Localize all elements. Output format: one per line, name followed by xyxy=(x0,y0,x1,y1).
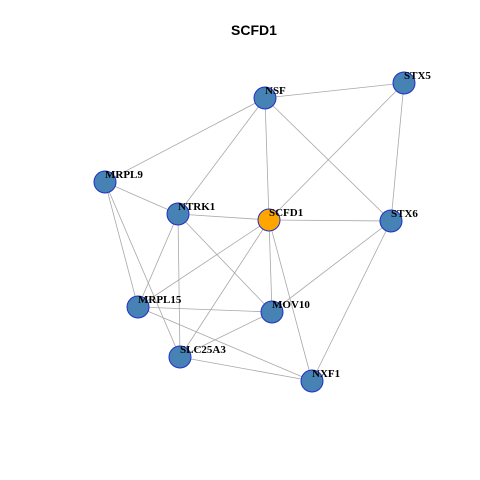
node-label-mrpl9: MRPL9 xyxy=(105,169,143,181)
edge-nsf-stx5 xyxy=(264,82,405,99)
node-label-mov10: MOV10 xyxy=(272,299,310,311)
node-layer xyxy=(93,71,416,393)
node-scfd1[interactable] xyxy=(257,208,281,232)
edge-scfd1-slc25a3 xyxy=(179,219,270,358)
node-label-scfd1: SCFD1 xyxy=(269,207,303,219)
node-nxf1[interactable] xyxy=(300,369,324,393)
node-mov10[interactable] xyxy=(260,300,284,324)
edge-stx6-mov10 xyxy=(271,220,392,313)
node-stx5[interactable] xyxy=(392,71,416,95)
node-ntrk1[interactable] xyxy=(166,202,190,226)
node-slc25a3[interactable] xyxy=(168,345,192,369)
edge-stx6-nxf1 xyxy=(311,220,392,382)
edge-slc25a3-nxf1 xyxy=(179,356,313,382)
edge-mrpl15-mov10 xyxy=(137,306,273,313)
node-mrpl15[interactable] xyxy=(126,295,150,319)
node-nsf[interactable] xyxy=(253,86,277,110)
edge-stx5-scfd1 xyxy=(268,82,405,221)
edge-stx5-stx6 xyxy=(390,82,405,222)
edge-nsf-mrpl9 xyxy=(104,97,266,183)
graph-title: SCFD1 xyxy=(231,22,277,38)
edge-mrpl9-mrpl15 xyxy=(104,181,139,308)
node-stx6[interactable] xyxy=(379,209,403,233)
node-label-nsf: NSF xyxy=(265,85,286,97)
node-label-ntrk1: NTRK1 xyxy=(178,201,215,213)
edge-slc25a3-mov10 xyxy=(179,311,273,358)
node-label-slc25a3: SLC25A3 xyxy=(180,344,226,356)
edge-ntrk1-slc25a3 xyxy=(177,213,181,358)
edge-mrpl9-slc25a3 xyxy=(104,181,181,358)
node-label-nxf1: NXF1 xyxy=(312,368,340,380)
edge-ntrk1-scfd1 xyxy=(177,213,270,221)
edge-scfd1-mov10 xyxy=(268,219,273,313)
node-mrpl9[interactable] xyxy=(93,170,117,194)
edge-scfd1-mrpl15 xyxy=(137,219,270,308)
edge-mrpl15-nxf1 xyxy=(137,306,313,382)
node-label-stx5: STX5 xyxy=(404,70,431,82)
edge-nsf-ntrk1 xyxy=(177,97,266,215)
edge-layer xyxy=(104,82,405,382)
edge-mrpl9-ntrk1 xyxy=(104,181,179,215)
node-label-stx6: STX6 xyxy=(391,208,418,220)
edge-ntrk1-mov10 xyxy=(177,213,273,313)
node-label-mrpl15: MRPL15 xyxy=(138,294,182,306)
edge-scfd1-stx6 xyxy=(268,219,392,222)
edge-nsf-stx6 xyxy=(264,97,392,222)
edge-ntrk1-mrpl15 xyxy=(137,213,179,308)
edge-scfd1-nxf1 xyxy=(268,219,313,382)
edge-nsf-scfd1 xyxy=(264,97,270,221)
